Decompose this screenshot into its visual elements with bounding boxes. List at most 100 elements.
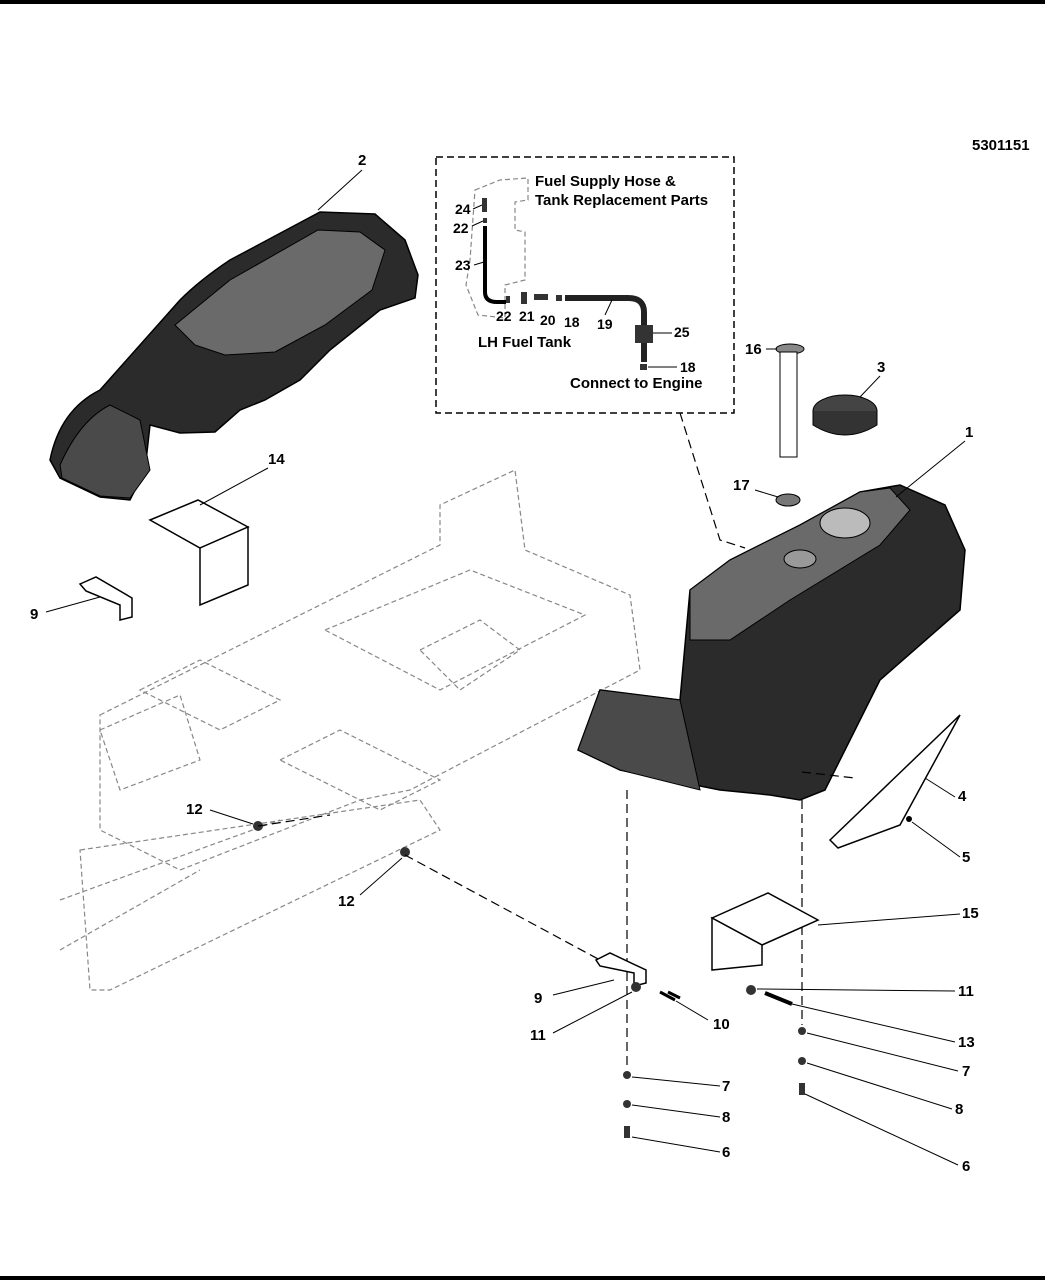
- tank-1-sender-port: [784, 550, 816, 568]
- bolt-10: [660, 992, 680, 1000]
- callout-7-left: 7: [722, 1078, 730, 1095]
- leader-11-left: [553, 992, 632, 1033]
- inset-fuel-supply: Fuel Supply Hose & Tank Replacement Part…: [436, 157, 734, 413]
- callout-18-top: 18: [564, 314, 580, 330]
- leader-15: [818, 914, 960, 925]
- washer-7-left: [623, 1071, 631, 1079]
- callout-24: 24: [455, 201, 471, 217]
- sender-16-tube: [780, 352, 797, 457]
- callout-14: 14: [268, 451, 285, 468]
- callout-11-right: 11: [958, 983, 974, 1000]
- leader-10: [676, 1001, 708, 1020]
- part-3-fuel-cap: 3: [813, 359, 885, 435]
- clamp-22-top: [483, 218, 487, 223]
- leader-7-right: [807, 1033, 958, 1071]
- grommet-17: [776, 494, 800, 506]
- leader-7-left: [632, 1077, 720, 1086]
- leader-8-right: [807, 1063, 952, 1109]
- leader-17: [755, 490, 778, 497]
- leader-14: [200, 468, 268, 505]
- callout-10: 10: [713, 1016, 730, 1033]
- frame-bracket-a: [140, 660, 280, 730]
- part-24: [482, 198, 487, 212]
- lower-hardware: 7 8 6 7 8 6: [623, 1027, 970, 1175]
- part-21: [521, 292, 527, 304]
- screw-6-right: [799, 1083, 805, 1095]
- callout-2: 2: [358, 152, 366, 169]
- leader-13: [792, 1004, 955, 1042]
- part-25: [635, 325, 653, 343]
- callout-1: 1: [965, 424, 973, 441]
- inset-title-1: Fuel Supply Hose &: [535, 173, 676, 190]
- clamp-18-bottom: [640, 364, 647, 370]
- clip-9-left: [80, 577, 132, 620]
- leader-5: [912, 822, 960, 857]
- clamp-18-top: [556, 295, 562, 301]
- frame-block: [100, 695, 200, 790]
- leader-23: [474, 262, 484, 265]
- callout-12-top: 12: [186, 801, 203, 818]
- part-9-clip-lower: 9: [534, 953, 646, 1007]
- leader-22-top: [472, 221, 483, 226]
- screw-5: [906, 816, 912, 822]
- part-17-grommet: 17: [733, 477, 800, 506]
- part-20: [534, 294, 548, 300]
- part-number: 5301151: [972, 137, 1030, 154]
- cap-3-side: [813, 411, 877, 435]
- leader-9-left: [46, 597, 100, 612]
- callout-11-left: 11: [530, 1027, 546, 1044]
- leader-9-lower: [553, 980, 614, 995]
- part-1-fuel-tank-lh: 1: [578, 424, 973, 800]
- leader-2: [318, 170, 362, 210]
- frame-cutout: [420, 620, 520, 690]
- part-9-clip-left: 9: [30, 577, 132, 623]
- callout-23: 23: [455, 257, 471, 273]
- callout-5: 5: [962, 849, 970, 866]
- leader-6-left: [632, 1137, 720, 1152]
- washer-8-left: [623, 1100, 631, 1108]
- callout-15: 15: [962, 905, 979, 922]
- frame-bracket-b: [280, 730, 440, 810]
- washer-8-right: [798, 1057, 806, 1065]
- inset-title-2: Tank Replacement Parts: [535, 192, 708, 209]
- callout-20: 20: [540, 312, 556, 328]
- leader-8-left: [632, 1105, 720, 1117]
- leader-6-right: [805, 1094, 958, 1165]
- washer-7-right: [798, 1027, 806, 1035]
- tank-1-filler-neck: [820, 508, 870, 538]
- callout-22-top: 22: [453, 220, 469, 236]
- callout-9-lower: 9: [534, 990, 542, 1007]
- leader-3: [860, 376, 880, 397]
- dash-line-12: [405, 855, 600, 960]
- callout-7-right: 7: [962, 1063, 970, 1080]
- callout-13: 13: [958, 1034, 975, 1051]
- callout-3: 3: [877, 359, 885, 376]
- washer-11-right: [746, 985, 756, 995]
- leader-1: [896, 441, 965, 497]
- part-14-bracket: 14: [150, 451, 285, 605]
- callout-18-bottom: 18: [680, 359, 696, 375]
- callout-17: 17: [733, 477, 750, 494]
- callout-12-bottom: 12: [338, 893, 355, 910]
- bolt-13: [765, 993, 792, 1004]
- callout-22-bottom: 22: [496, 308, 512, 324]
- frame-cross-rails: [60, 820, 280, 950]
- callout-19: 19: [597, 316, 613, 332]
- callout-21: 21: [519, 308, 535, 324]
- part-16-fuel-sender: 16: [745, 341, 804, 457]
- part-15-bracket: 15: [712, 893, 979, 970]
- chassis-frame: [60, 470, 640, 990]
- leader-19: [605, 300, 612, 315]
- part-2-fuel-tank-rh: 2: [50, 152, 418, 500]
- clamp-22-bottom: [506, 296, 510, 303]
- washer-11-left: [631, 982, 641, 992]
- dash-line-12a: [258, 815, 330, 826]
- callout-8-left: 8: [722, 1109, 730, 1126]
- clip-9-lower: [596, 953, 646, 986]
- inset-tank-outline: [466, 178, 528, 318]
- leader-12-top: [210, 810, 253, 824]
- fasteners: 11 10 11 13: [530, 982, 975, 1051]
- callout-25: 25: [674, 324, 690, 340]
